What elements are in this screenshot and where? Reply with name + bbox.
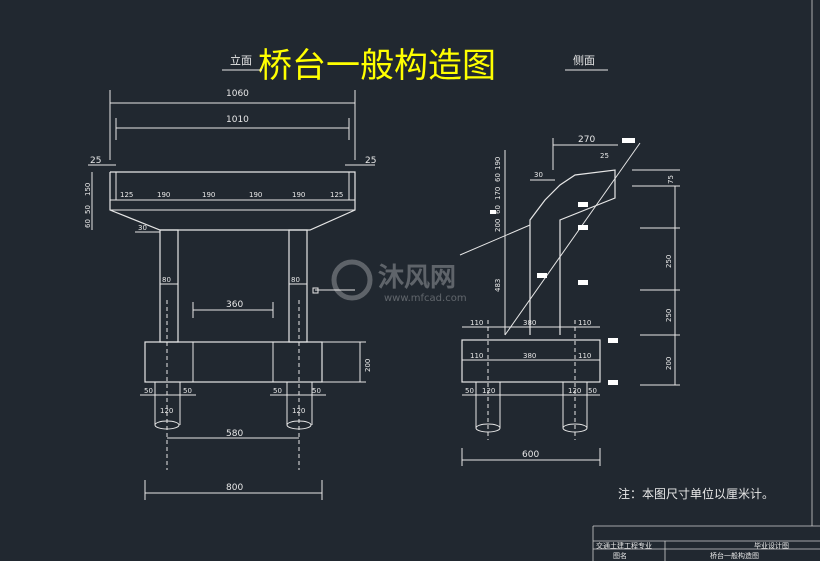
dim-top-overall: 1060 — [226, 89, 249, 99]
dim-wall-380: 380 — [523, 319, 536, 327]
dim-front-110: 110 — [578, 319, 591, 327]
dim-pier-right: 80 — [291, 276, 300, 284]
dim-top-inner: 1010 — [226, 115, 249, 125]
dim-cap-seg-6: 125 — [330, 191, 343, 199]
dim-cap-150: 150 — [84, 183, 92, 196]
dim-top-width: 270 — [578, 135, 595, 145]
side-footing — [461, 339, 601, 383]
dim-wall-380b: 380 — [523, 352, 536, 360]
dim-pile-l1: 50 — [144, 387, 153, 395]
dim-cap-seg-5: 190 — [292, 191, 305, 199]
dim-right-250b: 250 — [665, 309, 673, 322]
dim-pier-left: 80 — [162, 276, 171, 284]
pier-right — [288, 229, 308, 343]
side-view-label: 侧面 — [573, 54, 595, 67]
dim-chamfer: 30 — [138, 224, 147, 232]
dim-footing-width: 800 — [226, 483, 243, 493]
dim-footing-height: 200 — [364, 359, 372, 372]
title-block: 交通土建工程专业 毕业设计图 图名 桥台一般构造图 — [592, 525, 820, 561]
dim-cap-seg-2: 190 — [157, 191, 170, 199]
dim-pile-l2: 50 — [183, 387, 192, 395]
watermark: 沐风网 www.mfcad.com — [331, 259, 467, 304]
marker-1 — [622, 138, 635, 143]
dim-left-170: 170 — [494, 187, 502, 200]
dim-back-110: 110 — [470, 319, 483, 327]
dim-pile-r1: 50 — [273, 387, 282, 395]
dim-cap-seg-4: 190 — [249, 191, 262, 199]
title-block-major: 交通土建工程专业 — [596, 541, 652, 550]
dim-pier-spacing: 360 — [226, 300, 243, 310]
dim-cap-60: 60 — [84, 219, 92, 228]
dim-pile-dia-left: 120 — [160, 407, 173, 415]
dim-pile-spacing: 580 — [226, 429, 243, 439]
dim-side-pile-50r: 50 — [588, 387, 597, 395]
dim-back-110b: 110 — [470, 352, 483, 360]
dim-right-250a: 250 — [665, 255, 673, 268]
dim-side-footing: 600 — [522, 450, 539, 460]
dim-left-60b: 60 — [494, 205, 502, 214]
cap-beam — [109, 171, 356, 231]
pier-left — [159, 229, 179, 343]
front-view-label: 立面 — [230, 53, 252, 67]
watermark-url: www.mfcad.com — [384, 293, 467, 304]
watermark-brand: 沐风网 — [378, 263, 456, 293]
dim-right-200: 200 — [665, 357, 673, 370]
dim-side-pile-120l: 120 — [482, 387, 495, 395]
dim-cap-50: 50 — [84, 205, 92, 214]
dim-edge-right: 25 — [365, 156, 376, 166]
dim-left-200: 200 — [494, 219, 502, 232]
side-view: 270 25 30 75 190 60 170 60 200 483 — [459, 135, 680, 466]
footing — [144, 341, 323, 383]
title-block-name-value: 桥台一般构造图 — [710, 551, 759, 560]
dim-front-110b: 110 — [578, 352, 591, 360]
dim-step-30: 30 — [534, 171, 543, 179]
dim-right-75: 75 — [667, 175, 675, 184]
title-block-design: 毕业设计图 — [754, 541, 789, 550]
dim-side-pile-50l: 50 — [465, 387, 474, 395]
dim-pile-r2: 50 — [312, 387, 321, 395]
dim-left-190: 190 — [494, 157, 502, 170]
dim-top-25: 25 — [600, 152, 609, 160]
dim-left-60a: 60 — [494, 173, 502, 182]
drawing-title: 桥台一般构造图 — [258, 46, 496, 86]
front-view: 1060 1010 25 25 125 190 190 190 190 125 … — [84, 89, 376, 500]
watermark-logo — [331, 259, 373, 301]
dim-cap-seg-3: 190 — [202, 191, 215, 199]
dim-left-483: 483 — [494, 279, 502, 292]
unit-note: 注：本图尺寸单位以厘米计。 — [618, 486, 774, 501]
dim-pile-dia-right: 120 — [292, 407, 305, 415]
dim-edge-left: 25 — [90, 156, 101, 166]
back-wall — [529, 169, 616, 335]
title-block-name-label: 图名 — [613, 551, 627, 560]
dim-side-pile-120r: 120 — [568, 387, 581, 395]
dim-cap-seg-1: 125 — [120, 191, 133, 199]
